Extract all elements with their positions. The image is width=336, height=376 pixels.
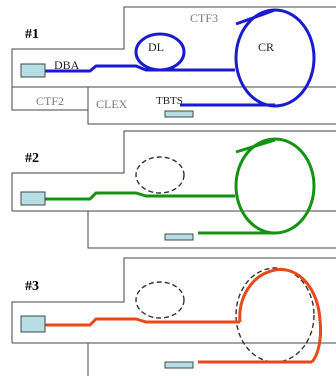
building-outline: [11, 6, 336, 88]
source-box: [20, 191, 46, 206]
panel-2: #2: [11, 130, 336, 249]
tbts-label: TBTS: [156, 95, 183, 107]
ctf2-label: CTF2: [36, 94, 64, 108]
dl-label: DL: [148, 40, 164, 54]
panel-id: #2: [25, 151, 39, 166]
cr-ring-dashed: [235, 267, 315, 363]
beam-line: [44, 268, 322, 364]
tbts-box: [164, 361, 194, 369]
panel-id: #1: [25, 27, 39, 42]
ctf3-label: CTF3: [190, 11, 218, 25]
cr-label: CR: [258, 40, 274, 54]
tbts-box: [164, 233, 194, 241]
panel-1: #1 CTF3 DBA DL CR CTF2 CLEX TBTS: [11, 6, 336, 125]
source-box: [20, 63, 46, 78]
building-outline-lower: [11, 87, 336, 125]
dl-ring-dashed: [135, 281, 185, 319]
dl-ring-dashed: [135, 156, 185, 194]
beam-line: [44, 8, 316, 108]
source-box: [20, 315, 46, 333]
clex-label: CLEX: [96, 97, 128, 111]
tbts-box: [164, 110, 194, 118]
panel-3: #3: [11, 257, 336, 376]
building-outline: [11, 257, 336, 376]
beam-line: [44, 137, 316, 235]
panel-id: #3: [25, 279, 39, 294]
dba-label: DBA: [54, 58, 80, 72]
